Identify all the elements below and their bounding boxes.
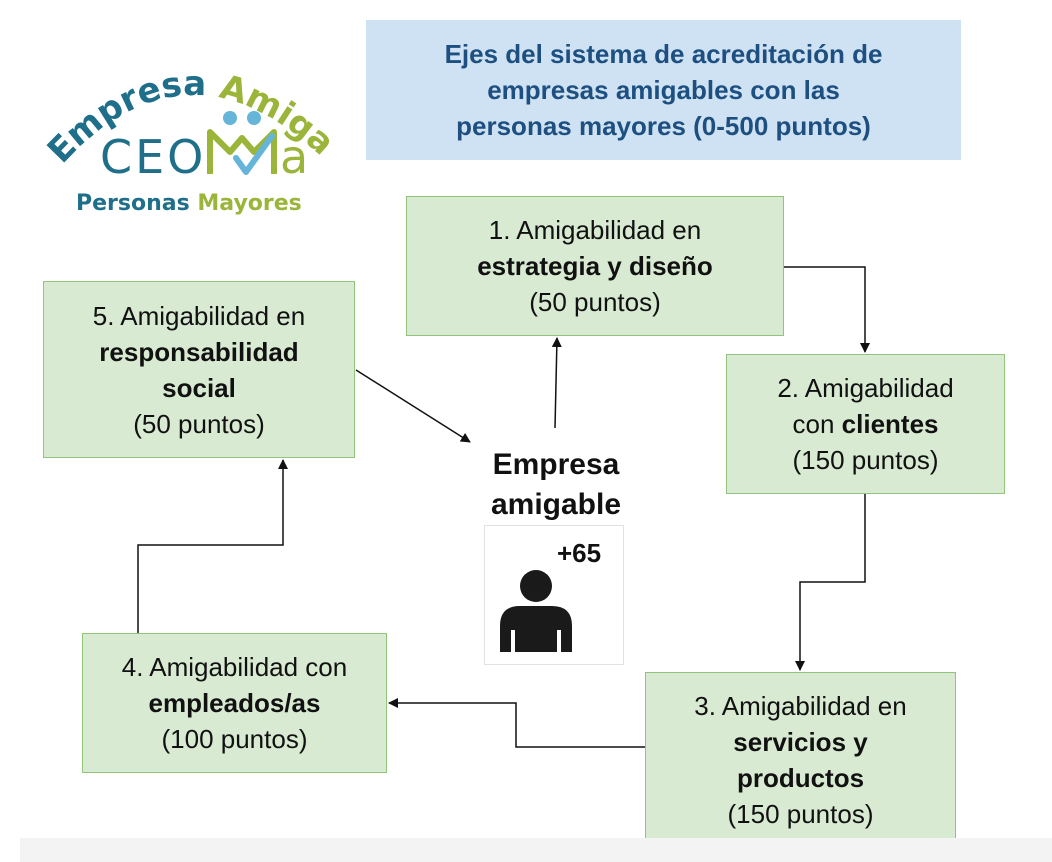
logo-m-shape [207, 129, 277, 174]
node-4-bold: empleados/as [148, 688, 321, 718]
logo-figure-head-right [247, 111, 261, 125]
arrow-4-to-5 [137, 459, 288, 633]
arrow-3-to-4 [388, 698, 645, 748]
arrow-2-to-3 [795, 494, 866, 671]
logo-figure-head-left [223, 111, 237, 125]
person-card: +65 [484, 525, 624, 665]
node-2-clientes: 2. Amigabilidad con clientes (150 puntos… [726, 354, 1005, 494]
node-3-points: (150 puntos) [727, 799, 874, 829]
logo-brand-a: a [280, 130, 308, 184]
person-icon [500, 570, 572, 652]
node-5-responsabilidad: 5. Amigabilidad en responsabilidad socia… [43, 281, 355, 458]
node-4-empleados: 4. Amigabilidad con empleados/as (100 pu… [82, 633, 387, 773]
node-3-label: 3. Amigabilidad en [694, 691, 907, 721]
arrow-center-to-1 [551, 337, 562, 429]
age-badge: +65 [557, 538, 602, 568]
node-2-con: con [792, 409, 835, 439]
title-line-2: empresas amigables con las [487, 75, 840, 105]
arrow-5-to-center [355, 369, 471, 443]
node-2-bold: clientes [841, 409, 939, 439]
diagram-title: Ejes del sistema de acreditación de empr… [366, 20, 961, 160]
center-label-line-1: Empresa [492, 448, 620, 481]
node-1-estrategia: 1. Amigabilidad en estrategia y diseño (… [406, 196, 784, 336]
arrow-1-to-2 [784, 266, 870, 353]
bottom-strip [20, 838, 1052, 862]
node-4-label: 4. Amigabilidad con [121, 652, 348, 682]
node-5-bold-1: responsabilidad [99, 336, 299, 367]
node-1-label: 1. Amigabilidad en [488, 215, 702, 245]
logo-brand-text: CEO [100, 130, 206, 184]
node-3-servicios: 3. Amigabilidad en servicios y productos… [645, 672, 956, 848]
node-5-label: 5. Amigabilidad en [92, 300, 306, 331]
node-3-bold-2: productos [736, 763, 865, 793]
node-1-points: (50 puntos) [529, 287, 661, 317]
center-label-line-2: amigable [490, 488, 622, 521]
logo-tagline: Personas Mayores [76, 191, 302, 216]
node-1-bold: estrategia y diseño [477, 251, 713, 281]
empresa-amigable-ceoma-logo: Empresa Amigable CEO a Personas Mayores [40, 40, 342, 216]
node-3-bold-1: servicios y [733, 727, 868, 757]
node-5-bold-2: social [162, 372, 236, 403]
node-2-label: 2. Amigabilidad [777, 373, 954, 403]
node-4-points: (100 puntos) [161, 724, 308, 754]
node-2-line-2: con clientes [793, 406, 939, 442]
title-line-3: personas mayores (0-500 puntos) [456, 111, 871, 141]
title-line-1: Ejes del sistema de acreditación de [444, 39, 883, 69]
logo-check-icon [233, 133, 275, 175]
node-2-points: (150 puntos) [792, 445, 939, 475]
node-5-points: (50 puntos) [133, 408, 265, 439]
center-label: Empresa amigable [460, 445, 652, 525]
